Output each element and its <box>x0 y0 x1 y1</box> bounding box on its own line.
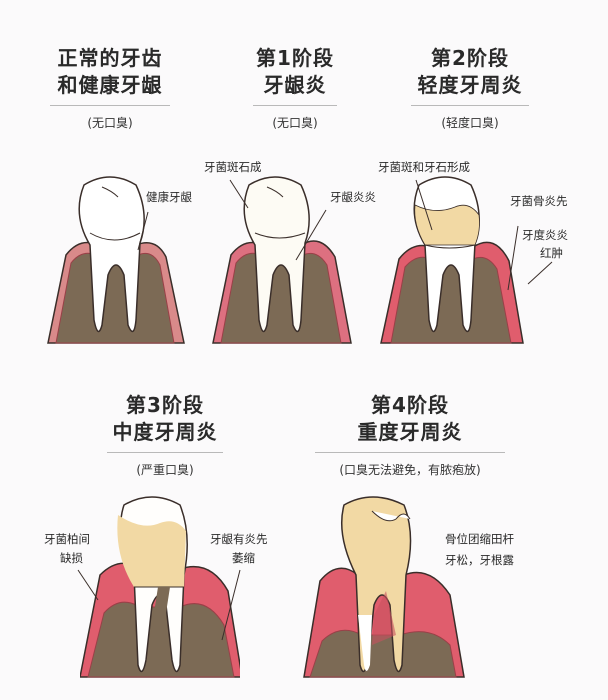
annotation-loose-tooth: 牙松，牙根露 <box>445 553 514 567</box>
annotation-bone-loss: 骨位团缩田杆 <box>445 532 514 546</box>
annotation-defect: 缺损 <box>60 551 83 565</box>
gingivitis-tooth-illustration <box>212 176 352 344</box>
healthy-tooth-illustration <box>47 176 185 344</box>
annotation-gum-swelling: 牙度炎炎 <box>522 228 568 242</box>
stage-title-line1: 第2阶段 <box>431 46 509 70</box>
stage-title-line2: 重度牙周炎 <box>357 420 463 444</box>
stage-4-header: 第4阶段 重度牙周炎 (口臭无法避免，有脓疱放) <box>310 392 510 478</box>
stage-3-header: 第3阶段 中度牙周炎 (严重口臭) <box>100 392 230 478</box>
stage-subtitle: (无口臭) <box>272 116 318 130</box>
stage-subtitle: (轻度口臭) <box>441 116 499 130</box>
stage-1-header: 第1阶段 牙龈炎 (无口臭) <box>240 45 350 131</box>
annotation-atrophy: 萎缩 <box>232 551 255 565</box>
annotation-bone-inflammation: 牙菌骨炎先 <box>510 194 568 208</box>
divider <box>315 452 505 453</box>
stage-normal-header: 正常的牙齿 和健康牙龈 (无口臭) <box>40 45 180 131</box>
stage-subtitle: (口臭无法避免，有脓疱放) <box>339 463 481 477</box>
stage-title-line2: 和健康牙龈 <box>57 73 163 97</box>
stage-title-line1: 正常的牙齿 <box>57 46 163 70</box>
mild-periodontitis-tooth-illustration <box>380 176 524 344</box>
annotation-interdental-defect: 牙菌柏间 <box>44 532 90 546</box>
moderate-periodontitis-tooth-illustration <box>80 496 240 678</box>
divider <box>50 105 170 106</box>
annotation-red-swollen: 红肿 <box>540 246 563 260</box>
divider <box>253 105 337 106</box>
annotation-plaque-tartar: 牙菌斑和牙石形成 <box>378 160 470 174</box>
annotation-healthy-gum: 健康牙龈 <box>146 190 192 204</box>
stage-title-line1: 第4阶段 <box>371 393 449 417</box>
stage-title-line2: 牙龈炎 <box>263 73 327 97</box>
stage-2-header: 第2阶段 轻度牙周炎 (轻度口臭) <box>405 45 535 131</box>
divider <box>107 452 223 453</box>
annotation-gum-inflammation: 牙龈炎炎 <box>330 190 376 204</box>
stage-title-line2: 中度牙周炎 <box>112 420 218 444</box>
stage-subtitle: (无口臭) <box>87 116 133 130</box>
annotation-plaque-forming: 牙菌斑石成 <box>204 160 262 174</box>
divider <box>411 105 529 106</box>
stage-title-line2: 轻度牙周炎 <box>417 73 523 97</box>
stage-subtitle: (严重口臭) <box>136 463 194 477</box>
stage-title-line1: 第3阶段 <box>126 393 204 417</box>
annotation-gum-recession: 牙龈有炎先 <box>210 532 268 546</box>
severe-periodontitis-tooth-illustration <box>303 496 465 678</box>
stage-title-line1: 第1阶段 <box>256 46 334 70</box>
